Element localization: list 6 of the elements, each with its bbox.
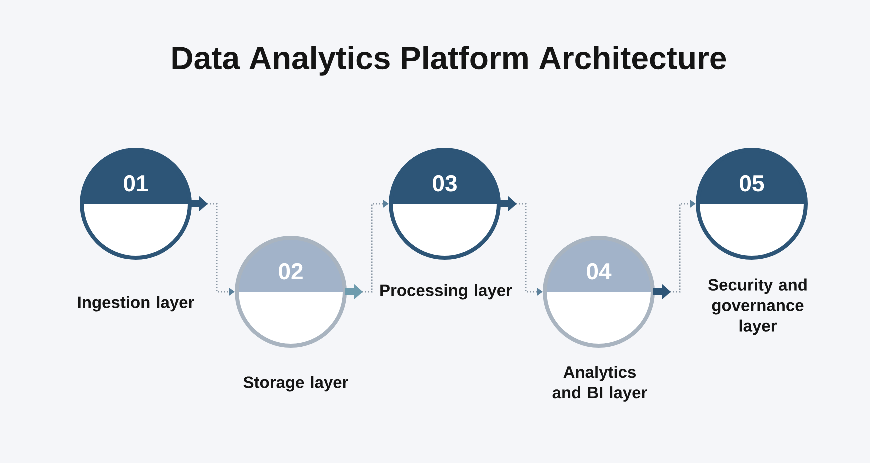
step-label: Security and governance layer xyxy=(708,278,807,336)
step-label: Analytics and BI layer xyxy=(552,366,648,402)
step-label: Storage layer xyxy=(244,376,348,392)
step-label: Processing layer xyxy=(380,284,512,300)
step-label: Ingestion layer xyxy=(78,296,194,312)
title: Data Analytics Platform Architecture xyxy=(172,46,726,76)
